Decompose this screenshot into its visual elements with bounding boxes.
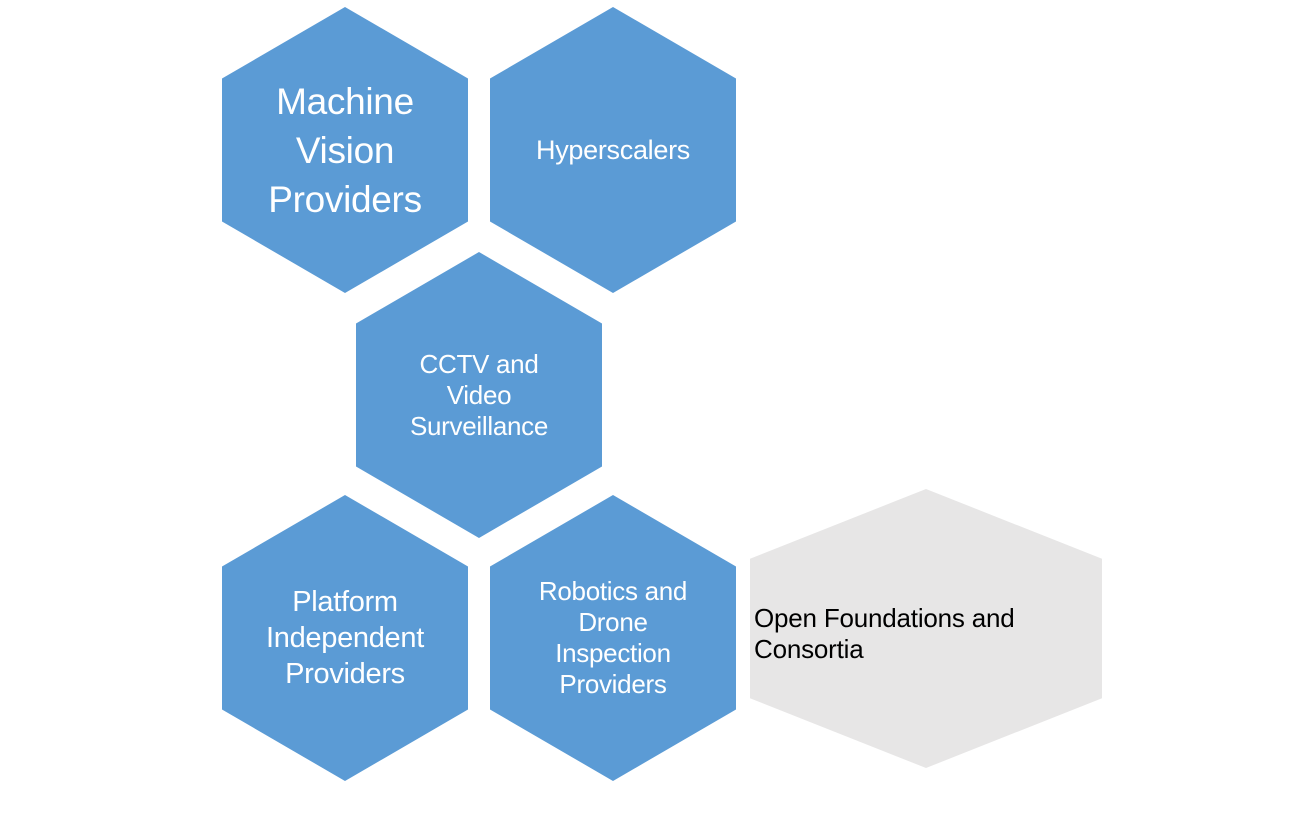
hexagon-cctv-video-surveillance-label: CCTV and Video Surveillance: [409, 348, 549, 441]
hexagon-open-foundations-consortia: Open Foundations and Consortia: [750, 489, 1102, 768]
hexagon-cctv-video-surveillance: CCTV and Video Surveillance: [356, 252, 602, 538]
hexagon-platform-independent-providers-label: Platform Independent Providers: [266, 586, 424, 690]
hexagon-hyperscalers-label: Hyperscalers: [536, 135, 690, 165]
hexagon-hyperscalers: Hyperscalers: [490, 7, 736, 293]
hexagon-platform-independent-providers: Platform Independent Providers: [222, 495, 468, 781]
hexagon-machine-vision-providers: Machine Vision Providers: [222, 7, 468, 293]
hexagon-open-foundations-consortia-label: Open Foundations and Consortia: [754, 602, 1015, 664]
hexagon-machine-vision-providers-label: Machine Vision Providers: [268, 80, 422, 220]
hexagon-robotics-drone-inspection-providers: Robotics and Drone Inspection Providers: [490, 495, 736, 781]
hexagon-robotics-drone-inspection-providers-label: Robotics and Drone Inspection Providers: [538, 576, 688, 699]
